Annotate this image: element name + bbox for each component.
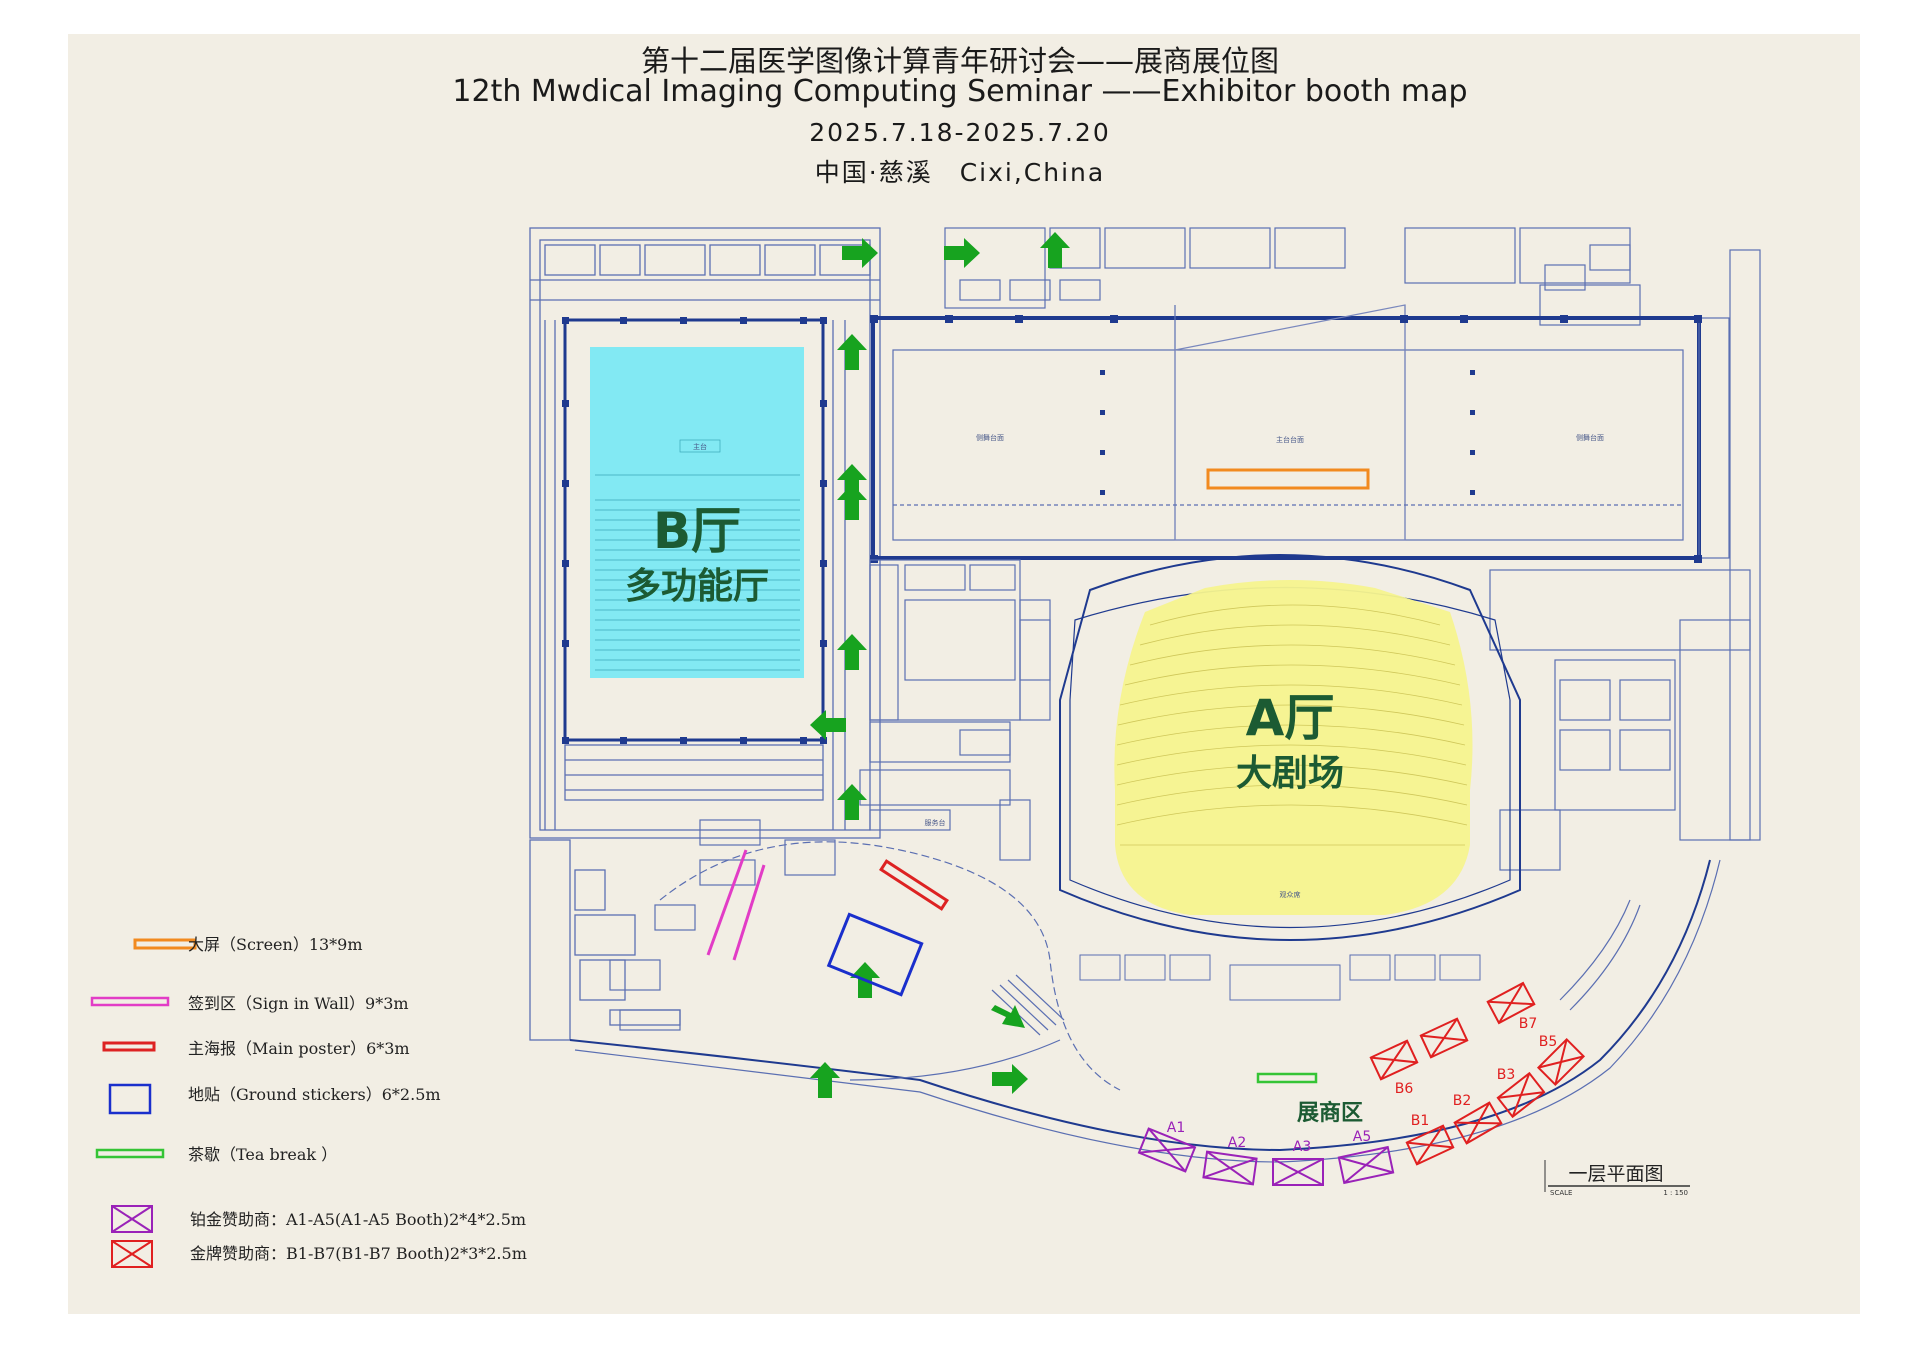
b-stage-label: 主台 — [693, 442, 707, 451]
b-hall-building — [529, 227, 881, 1041]
left-side-stage-label: 侧舞台面 — [976, 433, 1004, 442]
main-screen[interactable] — [1206, 468, 1370, 490]
hall-a-area[interactable] — [1114, 580, 1473, 915]
booth-label: B6 — [1395, 1081, 1414, 1097]
booth-label: A5 — [1353, 1129, 1371, 1145]
ground-sticker-icon — [108, 1083, 152, 1115]
main-stage-hall — [871, 304, 1730, 560]
arrow-icon — [810, 1062, 840, 1098]
legend: 大屏（Screen）13*9m 签到区（Sign in Wall）9*3m 主海… — [90, 935, 527, 1268]
lobby-structure — [569, 769, 1721, 1163]
legend-tea-break: 茶歇（Tea break ） — [188, 1145, 337, 1164]
hall-a-subtitle: 大剧场 — [1236, 753, 1344, 794]
main-stage-label: 主台台面 — [1276, 435, 1304, 444]
arrow-icon — [991, 1005, 1025, 1028]
entrance-arrows — [810, 232, 1070, 1098]
a-hall-seating — [1116, 604, 1468, 846]
middle-service-rooms — [869, 559, 1051, 763]
booth-label: B3 — [1497, 1067, 1516, 1083]
service-desk-label: 服务台 — [925, 818, 946, 827]
platinum-booth-labels: A1 A2 A3 A5 — [1167, 1120, 1371, 1155]
booth-label: B5 — [1539, 1034, 1558, 1050]
arrow-icon — [1040, 232, 1070, 268]
arrow-icon — [837, 464, 867, 500]
platinum-booth-icon — [111, 1205, 153, 1233]
floor-plan-title: 一层平面图 — [1568, 1163, 1663, 1185]
screen-bar-icon — [133, 938, 197, 950]
booth-label: B1 — [1411, 1113, 1430, 1129]
gold-booth-icon — [111, 1240, 153, 1268]
b-hall-columns — [562, 317, 827, 744]
b-hall-seating — [595, 439, 800, 671]
arrow-icon — [810, 710, 846, 740]
arrow-icon — [837, 334, 867, 370]
top-middle-rooms — [944, 227, 1641, 326]
platinum-booths[interactable] — [1137, 1127, 1395, 1186]
floor-plan-title-block: 一层平面图 SCALE 1 : 150 — [1544, 1160, 1690, 1197]
gold-booths[interactable] — [1369, 981, 1586, 1166]
a-hall-lower-rooms — [1079, 954, 1481, 1001]
main-hall-columns — [870, 315, 1702, 563]
legend-main-poster: 主海报（Main poster）6*3m — [188, 1039, 410, 1058]
booth-label: A1 — [1167, 1120, 1185, 1136]
sign-in-wall-icon — [90, 996, 170, 1007]
title-english: 12th Mwdical Imaging Computing Seminar —… — [452, 74, 1468, 109]
legend-platinum: 铂金赞助商：A1-A5(A1-A5 Booth)2*4*2.5m — [190, 1210, 526, 1229]
hall-a-name: A厅 — [1246, 689, 1335, 747]
tea-break-icon — [95, 1148, 165, 1159]
legend-ground-sticker: 地贴（Ground stickers）6*2.5m — [188, 1085, 441, 1104]
event-location: 中国·慈溪 Cixi,China — [814, 158, 1106, 187]
booth-label: A2 — [1228, 1135, 1246, 1151]
tea-break-area[interactable] — [1256, 1072, 1318, 1084]
main-poster-icon — [102, 1041, 156, 1052]
scale-value: 1 : 150 — [1663, 1189, 1688, 1197]
booth-label: B2 — [1453, 1093, 1472, 1109]
legend-gold: 金牌赞助商：B1-B7(B1-B7 Booth)2*3*2.5m — [190, 1244, 527, 1263]
exhibitor-zone-label: 展商区 — [1297, 1100, 1363, 1126]
hall-b-name: B厅 — [653, 502, 741, 560]
booth-label: A3 — [1293, 1139, 1311, 1155]
title-chinese: 第十二届医学图像计算青年研讨会——展商展位图 — [640, 44, 1279, 78]
arrow-icon — [837, 484, 867, 520]
legend-screen: 大屏（Screen）13*9m — [188, 935, 363, 954]
hall-b-area[interactable] — [590, 347, 804, 678]
scale-label: SCALE — [1550, 1189, 1572, 1197]
right-side-stage-label: 侧舞台面 — [1576, 433, 1604, 442]
event-dates: 2025.7.18-2025.7.20 — [809, 118, 1111, 147]
right-side-rooms — [1489, 249, 1761, 871]
arrow-icon — [842, 238, 878, 268]
main-poster[interactable] — [879, 859, 949, 911]
gold-booth-labels: B1 B2 B3 B5 B6 B7 — [1395, 1016, 1558, 1129]
ground-sticker[interactable] — [826, 912, 924, 997]
arrow-icon — [837, 784, 867, 820]
a-stage-label: 观众席 — [1280, 890, 1301, 899]
legend-sign-in: 签到区（Sign in Wall）9*3m — [188, 994, 409, 1013]
arrow-icon — [944, 238, 980, 268]
booth-label: B7 — [1519, 1016, 1538, 1032]
arrow-icon — [992, 1064, 1028, 1094]
hall-b-subtitle: 多功能厅 — [625, 566, 769, 607]
arrow-icon — [837, 634, 867, 670]
sign-in-wall[interactable] — [706, 849, 766, 961]
